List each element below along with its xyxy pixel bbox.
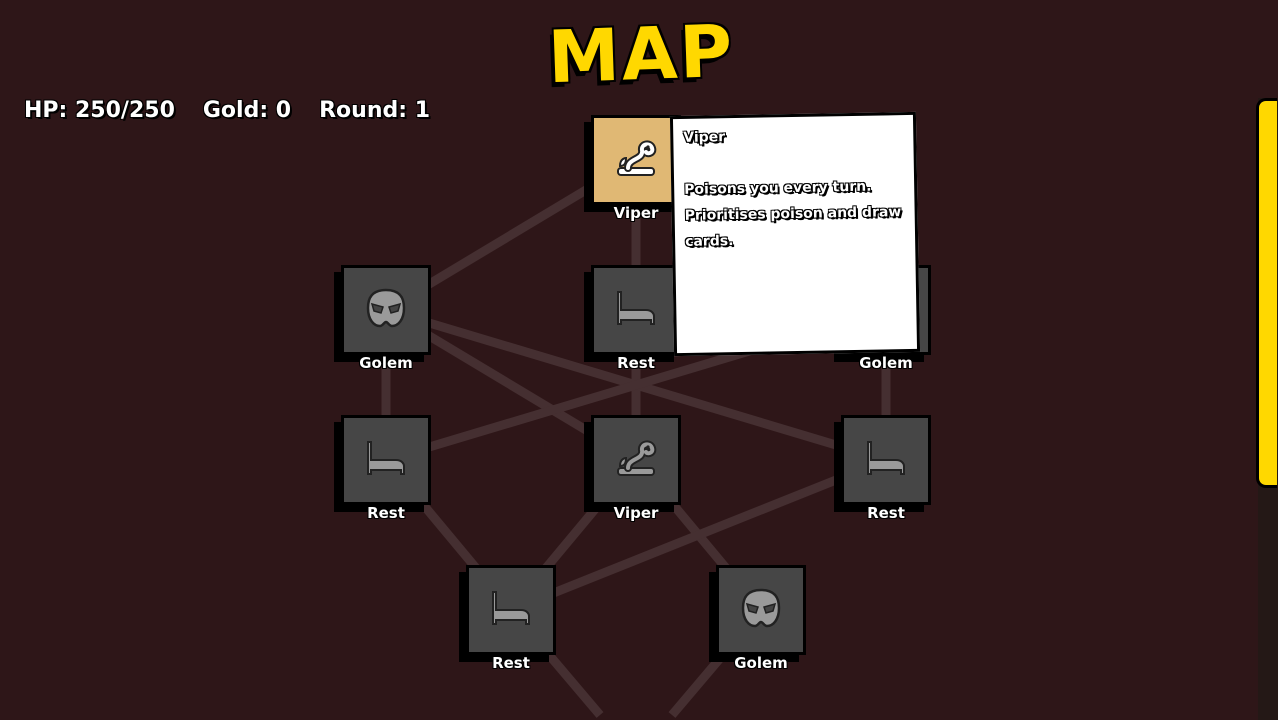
hp-stat: HP: 250/250	[24, 98, 175, 123]
stats-bar: HP: 250/250 Gold: 0 Round: 1	[24, 98, 430, 123]
map-node-rest[interactable]: Rest	[341, 415, 431, 522]
snake-icon	[614, 436, 658, 484]
node-label: Rest	[367, 504, 405, 522]
snake-icon	[614, 136, 658, 184]
node-label: Viper	[613, 504, 659, 522]
gold-stat: Gold: 0	[202, 98, 292, 123]
map-node-golem[interactable]: Golem	[341, 265, 431, 372]
map-node-golem[interactable]: Golem	[716, 565, 806, 672]
bed-icon	[864, 436, 908, 484]
mask-icon	[739, 586, 783, 634]
scrollbar-thumb[interactable]	[1256, 98, 1277, 488]
map-node-rest[interactable]: Rest	[466, 565, 556, 672]
node-tooltip: Viper Poisons you every turn. Prioritise…	[669, 111, 921, 357]
map-node-rest[interactable]: Rest	[841, 415, 931, 522]
node-label: Golem	[734, 654, 788, 672]
map-node-viper[interactable]: Viper	[591, 415, 681, 522]
path-line	[509, 455, 888, 615]
node-label: Rest	[617, 354, 655, 372]
round-stat: Round: 1	[319, 98, 431, 123]
map-node-rest[interactable]: Rest	[591, 265, 681, 372]
bed-icon	[364, 436, 408, 484]
tooltip-description: Poisons you every turn. Prioritises pois…	[684, 178, 902, 250]
mask-icon	[364, 286, 408, 334]
node-label: Golem	[859, 354, 913, 372]
node-label: Viper	[613, 204, 659, 222]
map-node-viper[interactable]: Viper	[591, 115, 681, 222]
node-label: Rest	[492, 654, 530, 672]
bed-icon	[489, 586, 533, 634]
bed-icon	[614, 286, 658, 334]
node-label: Golem	[359, 354, 413, 372]
node-label: Rest	[867, 504, 905, 522]
tooltip-title: Viper	[683, 129, 726, 146]
